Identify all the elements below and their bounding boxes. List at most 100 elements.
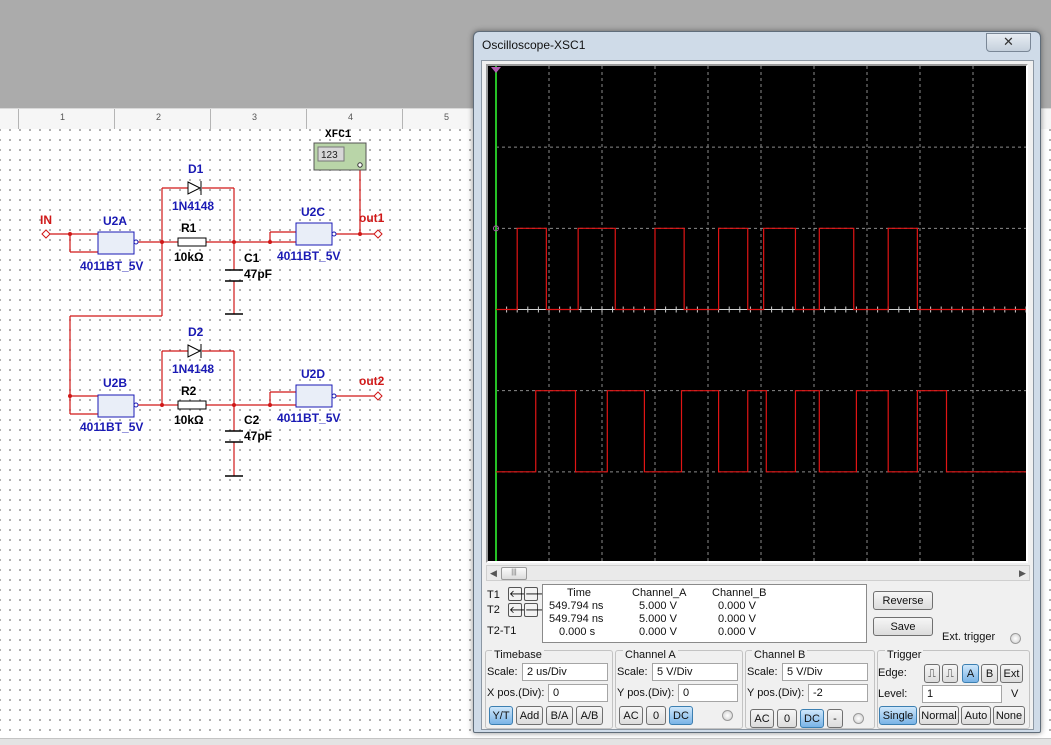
scroll-thumb[interactable]: ||| — [501, 567, 527, 580]
trigger-none-button[interactable]: None — [993, 706, 1025, 725]
trigger-group — [877, 650, 1030, 729]
in-label: IN — [40, 213, 52, 227]
out2-label: out2 — [359, 374, 385, 388]
wires — [48, 168, 374, 476]
gate-ref: U2B — [103, 376, 127, 390]
trigger-source-b-button[interactable]: B — [981, 664, 998, 683]
channel-b-scale-field[interactable]: 5 V/Div — [782, 663, 868, 681]
trigger-level-unit: V — [1011, 688, 1019, 700]
capacitor-value: 47pF — [244, 267, 272, 281]
out1-label: out1 — [359, 211, 385, 225]
mode-ab-button[interactable]: A/B — [576, 706, 603, 725]
channel-b-minus-button[interactable]: - — [827, 709, 843, 728]
timebase-group — [485, 650, 613, 729]
channel-a-ypos-field[interactable]: 0 — [678, 684, 738, 702]
channel-b-ac-button[interactable]: AC — [750, 709, 774, 728]
trigger-source-a-button[interactable]: A — [962, 664, 979, 683]
t2-left-button[interactable]: 🡐 — [508, 603, 536, 617]
t1-left-button[interactable]: 🡐 — [508, 587, 536, 601]
trigger-source-ext-button[interactable]: Ext — [1000, 664, 1023, 683]
t2-right-button[interactable]: 🡒 — [524, 603, 552, 617]
readout-cell: 549.794 ns — [549, 613, 604, 625]
channel-a-scale-label: Scale: — [617, 666, 648, 678]
resistor-value: 10kΩ — [174, 250, 204, 264]
gate-part: 4011BT_5V — [80, 420, 143, 434]
xpos-label: X pos.(Div): — [487, 687, 545, 699]
readout-cell: 549.794 ns — [549, 600, 604, 612]
channel-a-marker-icon — [493, 225, 499, 232]
cursor-readout: Time Channel_A Channel_B 549.794 ns 5.00… — [542, 584, 867, 643]
trigger-normal-button[interactable]: Normal — [919, 706, 959, 725]
channel-b-trace — [496, 390, 1026, 473]
close-icon: ✕ — [1003, 34, 1014, 49]
channel-b-ypos-field[interactable]: -2 — [808, 684, 868, 702]
trigger-title: Trigger — [885, 649, 924, 661]
channel-b-group — [745, 650, 875, 729]
channel-b-terminal[interactable] — [853, 713, 864, 724]
channel-a-terminal[interactable] — [722, 710, 733, 721]
mode-add-button[interactable]: Add — [516, 706, 543, 725]
ext-trigger-label: Ext. trigger — [942, 631, 996, 643]
channel-b-scale-label: Scale: — [747, 666, 778, 678]
diode-part: 1N4148 — [172, 362, 214, 376]
trigger-single-button[interactable]: Single — [879, 706, 917, 725]
oscilloscope-window[interactable]: Oscilloscope-XSC1 ✕ ◀ ||| ▶ T1 🡐 🡒 T2 🡐 … — [473, 31, 1041, 733]
timebase-scale-field[interactable]: 2 us/Div — [522, 663, 608, 681]
rising-edge-icon: ⎍ — [928, 668, 936, 680]
readout-cell: 5.000 V — [639, 613, 677, 625]
close-button[interactable]: ✕ — [986, 33, 1031, 52]
xpos-field[interactable]: 0 — [548, 684, 608, 702]
channel-b-dc-button[interactable]: DC — [800, 709, 824, 728]
scope-screen[interactable] — [486, 64, 1028, 563]
channel-a-scale-field[interactable]: 5 V/Div — [652, 663, 738, 681]
ruler-tick: 1 — [60, 112, 66, 122]
capacitor-value: 47pF — [244, 429, 272, 443]
trigger-level-label: Level: — [878, 688, 908, 700]
trigger-edge-label: Edge: — [878, 667, 907, 679]
gate-part: 4011BT_5V — [80, 259, 143, 273]
diode-part: 1N4148 — [172, 199, 214, 213]
channel-a-ac-button[interactable]: AC — [619, 706, 643, 725]
screen-scrollbar[interactable]: ◀ ||| ▶ — [486, 565, 1030, 581]
reverse-button[interactable]: Reverse — [873, 591, 933, 610]
falling-edge-icon: ⎍ — [946, 668, 954, 680]
channel-b-zero-button[interactable]: 0 — [777, 709, 797, 728]
window-title: Oscilloscope-XSC1 — [482, 38, 586, 52]
cursor-t2t1-label: T2-T1 — [487, 625, 517, 637]
arrow-left-icon: 🡐 — [509, 605, 536, 616]
capacitor-ref: C2 — [244, 413, 260, 427]
ext-trigger-terminal[interactable] — [1010, 633, 1021, 644]
diode-ref: D1 — [188, 162, 204, 176]
scroll-left-icon[interactable]: ◀ — [490, 568, 497, 578]
channel-a-dc-button[interactable]: DC — [669, 706, 693, 725]
trigger-auto-button[interactable]: Auto — [961, 706, 991, 725]
scroll-right-icon[interactable]: ▶ — [1019, 568, 1026, 578]
resistor-value: 10kΩ — [174, 413, 204, 427]
channel-b-title: Channel B — [752, 649, 808, 661]
bottom-scrollbar[interactable] — [0, 738, 1051, 745]
scope-display — [491, 66, 1026, 561]
falling-edge-button[interactable]: ⎍ — [942, 664, 958, 683]
trigger-level-field[interactable]: 1 — [922, 685, 1002, 703]
cursor-marker-icon — [491, 67, 501, 73]
xfc-display: 123 — [321, 150, 338, 161]
channel-a-trace — [496, 227, 1026, 311]
channel-b-ypos-label: Y pos.(Div): — [747, 687, 805, 699]
t1-right-button[interactable]: 🡒 — [524, 587, 552, 601]
readout-cell: 5.000 V — [639, 600, 677, 612]
arrow-right-icon: 🡒 — [525, 589, 552, 600]
resistor-ref: R1 — [181, 221, 197, 235]
readout-cell: 0.000 s — [559, 626, 596, 638]
channel-a-zero-button[interactable]: 0 — [646, 706, 666, 725]
xfc-label: XFC1 — [325, 129, 352, 141]
readout-cell: 0.000 V — [718, 626, 756, 638]
mode-yt-button[interactable]: Y/T — [489, 706, 513, 725]
mode-ba-button[interactable]: B/A — [546, 706, 573, 725]
rising-edge-button[interactable]: ⎍ — [924, 664, 940, 683]
gate-ref: U2D — [301, 367, 325, 381]
cursor-t2-label: T2 — [487, 604, 500, 616]
cursor-t1-label: T1 — [487, 589, 500, 601]
readout-header: Channel_A — [632, 587, 687, 599]
save-button[interactable]: Save — [873, 617, 933, 636]
